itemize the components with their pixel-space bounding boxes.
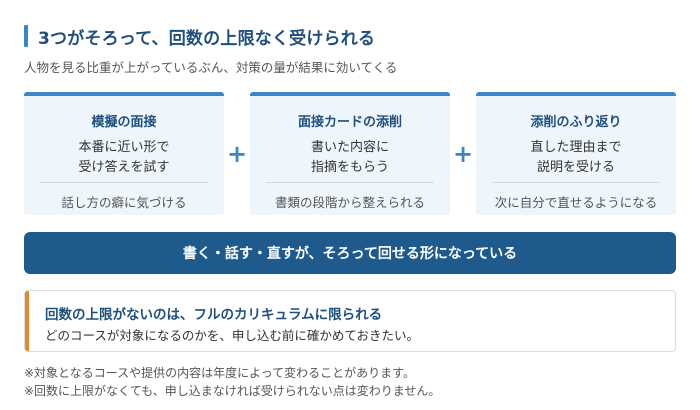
subtitle: 人物を見る比重が上がっているぶん、対策の量が結果に効いてくる xyxy=(24,60,398,75)
card-divider xyxy=(40,182,208,183)
card-title: 模擬の面接 xyxy=(91,115,157,130)
footnote: ※対象となるコースや提供の内容は年度によって変わることがあります。 xyxy=(24,366,415,380)
footnotes: ※対象となるコースや提供の内容は年度によって変わることがあります。 ※回数に上限… xyxy=(24,364,440,400)
feature-cards: 模擬の面接 本番に近い形で 受け答えを試す 話し方の癖に気づける + 面接カード… xyxy=(24,92,676,215)
card-foot: 書類の段階から整えられる xyxy=(274,195,425,210)
card-foot: 話し方の癖に気づける xyxy=(61,195,187,210)
card-body-line: 直した理由まで xyxy=(530,140,622,155)
footnote: ※回数に上限がなくても、申し込まなければ受けられない点は変わりません。 xyxy=(24,384,441,398)
note-box: 回数の上限がないのは、フルのカリキュラムに限られる どのコースが対象になるのかを… xyxy=(24,290,676,352)
card-body-line: 書いた内容に xyxy=(310,140,389,155)
card-title: 面接カードの添削 xyxy=(297,115,402,130)
banner-text: 書く・話す・直すが、そろって回せる形になっている xyxy=(182,246,518,262)
note-title: 回数の上限がないのは、フルのカリキュラムに限られる xyxy=(45,307,383,323)
section-heading: 3つがそろって、回数の上限なく受けられる xyxy=(24,25,376,49)
summary-banner: 書く・話す・直すが、そろって回せる形になっている xyxy=(24,232,676,274)
page-title: 3つがそろって、回数の上限なく受けられる xyxy=(38,28,376,49)
card-mock-interview: 模擬の面接 本番に近い形で 受け答えを試す 話し方の癖に気づける xyxy=(24,92,224,215)
card-body-line: 本番に近い形で xyxy=(78,140,170,155)
card-body-line: 説明を受ける xyxy=(536,160,615,175)
heading-accent-bar xyxy=(24,25,28,47)
card-body-line: 受け答えを試す xyxy=(78,160,170,175)
plus-icon: + xyxy=(226,140,248,168)
plus-icon: + xyxy=(452,140,474,168)
card-body: 書いた内容に 指摘をもらう xyxy=(250,138,450,178)
card-foot: 次に自分で直せるようになる xyxy=(494,195,658,210)
card-body: 本番に近い形で 受け答えを試す xyxy=(24,138,224,178)
card-interview-sheet-review: 面接カードの添削 書いた内容に 指摘をもらう 書類の段階から整えられる xyxy=(250,92,450,215)
card-body: 直した理由まで 説明を受ける xyxy=(476,138,676,178)
card-divider xyxy=(266,182,434,183)
card-body-line: 指摘をもらう xyxy=(310,160,389,175)
note-body: どのコースが対象になるのかを、申し込む前に確かめておきたい。 xyxy=(45,328,420,343)
card-divider xyxy=(492,182,660,183)
card-title: 添削のふり返り xyxy=(530,115,622,130)
card-review-reflection: 添削のふり返り 直した理由まで 説明を受ける 次に自分で直せるようになる xyxy=(476,92,676,215)
note-accent-bar xyxy=(25,291,29,351)
